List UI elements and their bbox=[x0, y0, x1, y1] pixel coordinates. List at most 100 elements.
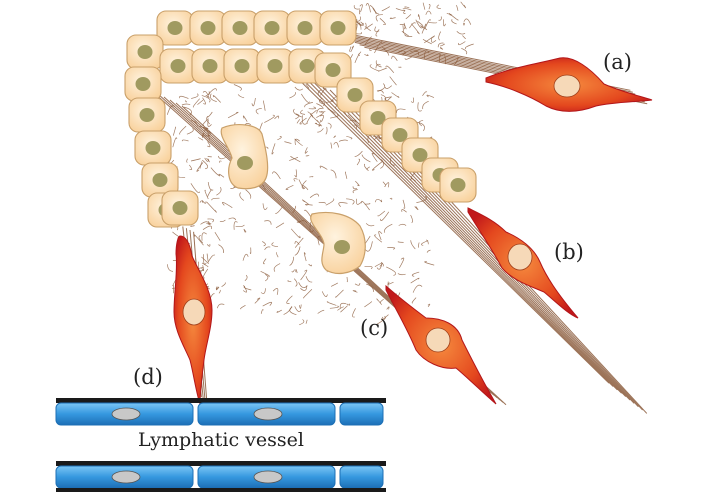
matrix-fiber bbox=[437, 42, 444, 48]
matrix-fiber bbox=[415, 19, 424, 29]
matrix-fiber bbox=[366, 166, 370, 170]
matrix-fiber bbox=[239, 192, 245, 201]
matrix-fiber bbox=[355, 180, 360, 187]
matrix-fiber bbox=[319, 165, 328, 170]
matrix-fiber bbox=[320, 114, 324, 123]
matrix-fiber bbox=[237, 94, 245, 99]
matrix-fiber bbox=[425, 10, 432, 15]
matrix-fiber bbox=[410, 240, 416, 250]
matrix-fiber bbox=[350, 45, 354, 53]
matrix-fiber bbox=[411, 23, 420, 35]
lymphatic-vessel bbox=[55, 398, 386, 492]
matrix-fiber bbox=[354, 54, 360, 64]
matrix-fiber bbox=[206, 243, 211, 247]
matrix-fiber bbox=[333, 135, 336, 138]
matrix-fiber bbox=[424, 261, 435, 266]
cell-nucleus bbox=[347, 88, 363, 102]
cell-nucleus bbox=[325, 63, 341, 77]
matrix-fiber bbox=[255, 107, 262, 115]
matrix-fiber bbox=[329, 305, 339, 309]
matrix-fiber bbox=[364, 163, 369, 171]
matrix-fiber bbox=[463, 18, 472, 25]
matrix-fiber bbox=[191, 93, 199, 99]
cell-nucleus bbox=[330, 21, 346, 35]
matrix-fiber bbox=[228, 217, 237, 221]
matrix-fiber bbox=[199, 200, 204, 203]
matrix-fiber bbox=[321, 291, 328, 297]
matrix-fiber bbox=[386, 266, 397, 276]
matrix-fiber bbox=[359, 9, 361, 15]
vessel-wall bbox=[56, 488, 386, 492]
matrix-fiber bbox=[307, 111, 313, 115]
matrix-fiber bbox=[210, 93, 217, 102]
vessel-wall bbox=[56, 461, 386, 466]
matrix-fiber bbox=[416, 196, 428, 203]
matrix-fiber bbox=[375, 60, 382, 68]
matrix-fiber bbox=[402, 8, 412, 11]
matrix-fiber bbox=[365, 223, 375, 227]
matrix-fiber bbox=[359, 4, 363, 13]
matrix-fiber bbox=[172, 231, 180, 238]
fiber-track bbox=[287, 68, 610, 384]
matrix-fiber bbox=[299, 304, 302, 309]
cell-nucleus bbox=[172, 201, 188, 215]
matrix-fiber bbox=[305, 83, 310, 89]
matrix-fiber bbox=[404, 56, 413, 60]
matrix-fiber bbox=[338, 202, 348, 208]
matrix-fiber bbox=[396, 108, 406, 113]
matrix-fiber bbox=[286, 295, 293, 304]
matrix-fiber bbox=[409, 50, 419, 56]
matrix-fiber bbox=[377, 83, 386, 92]
matrix-fiber bbox=[462, 35, 466, 39]
matrix-fiber bbox=[277, 136, 282, 141]
matrix-fiber bbox=[294, 86, 304, 91]
matrix-fiber bbox=[369, 64, 380, 72]
matrix-fiber bbox=[305, 276, 313, 283]
matrix-fiber bbox=[309, 193, 320, 198]
matrix-fiber bbox=[303, 288, 313, 299]
matrix-fiber bbox=[364, 26, 371, 32]
matrix-fiber bbox=[389, 17, 396, 19]
matrix-fiber bbox=[340, 305, 348, 313]
matrix-fiber bbox=[424, 19, 431, 30]
matrix-fiber bbox=[206, 115, 211, 125]
matrix-fiber bbox=[346, 303, 351, 306]
matrix-fiber bbox=[227, 111, 239, 119]
matrix-fiber bbox=[339, 302, 347, 309]
matrix-fiber bbox=[310, 109, 317, 115]
matrix-fiber bbox=[349, 46, 352, 52]
matrix-fiber bbox=[330, 142, 333, 149]
matrix-fiber bbox=[265, 273, 269, 282]
matrix-fiber bbox=[456, 31, 466, 35]
matrix-fiber bbox=[308, 263, 312, 267]
cell-nucleus bbox=[370, 111, 386, 125]
matrix-fiber bbox=[201, 232, 207, 241]
matrix-fiber bbox=[272, 288, 279, 295]
matrix-fiber bbox=[382, 181, 386, 187]
matrix-fiber bbox=[202, 268, 209, 279]
cell-nucleus bbox=[202, 59, 218, 73]
matrix-fiber bbox=[262, 301, 273, 307]
matrix-fiber bbox=[358, 22, 362, 30]
matrix-fiber bbox=[300, 269, 308, 281]
matrix-fiber bbox=[380, 261, 384, 267]
matrix-fiber bbox=[210, 167, 220, 177]
matrix-fiber bbox=[369, 4, 377, 15]
matrix-fiber bbox=[264, 220, 272, 225]
matrix-fiber bbox=[262, 241, 266, 247]
matrix-fiber bbox=[389, 197, 393, 200]
matrix-fiber bbox=[423, 35, 435, 44]
matrix-fiber bbox=[330, 114, 339, 119]
matrix-fiber bbox=[375, 316, 386, 326]
matrix-fiber bbox=[218, 289, 221, 294]
matrix-fiber bbox=[436, 4, 441, 10]
matrix-fiber bbox=[446, 12, 453, 16]
matrix-fiber bbox=[422, 39, 432, 45]
matrix-fiber bbox=[199, 161, 202, 169]
migrating-cell-c bbox=[385, 284, 497, 405]
matrix-fiber bbox=[460, 1, 467, 9]
matrix-fiber bbox=[318, 111, 326, 113]
matrix-fiber bbox=[411, 297, 417, 304]
matrix-fiber bbox=[305, 319, 308, 324]
matrix-fiber bbox=[417, 14, 421, 20]
